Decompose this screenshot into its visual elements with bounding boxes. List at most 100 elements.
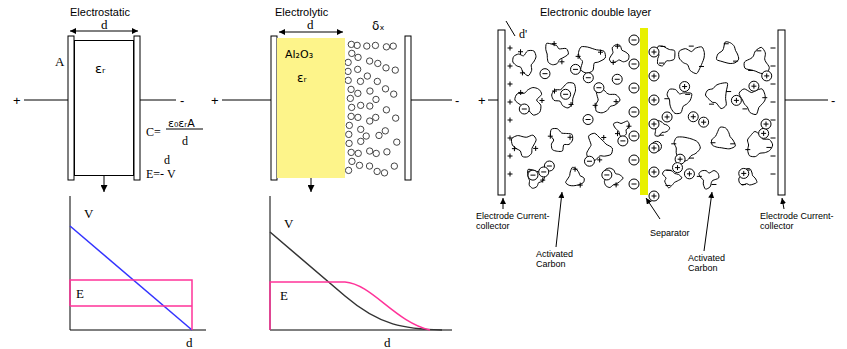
ion-circle bbox=[372, 42, 378, 48]
carbon-grain bbox=[546, 43, 569, 65]
voltage-curve bbox=[70, 226, 192, 330]
ion-circle bbox=[357, 78, 363, 84]
charge-glyph bbox=[632, 40, 637, 41]
ion-circle bbox=[649, 143, 659, 153]
label-holder: Electrostatic bbox=[70, 2, 130, 20]
label-holder: + bbox=[478, 91, 486, 109]
ion-circle bbox=[355, 90, 361, 96]
carbon-grain bbox=[699, 170, 719, 189]
text-holder: E bbox=[280, 286, 288, 304]
charge-glyph bbox=[510, 100, 511, 105]
ion-circle bbox=[375, 60, 381, 66]
charge-glyph bbox=[771, 120, 776, 121]
ion-circle bbox=[688, 112, 698, 122]
charge-glyph bbox=[510, 46, 511, 51]
charge-glyph bbox=[771, 174, 776, 175]
terminal-wire bbox=[411, 100, 452, 101]
charge-glyph bbox=[522, 109, 527, 110]
terminal-sign: + bbox=[478, 94, 486, 108]
node-text: V bbox=[284, 217, 293, 231]
charge-glyph bbox=[550, 134, 551, 139]
charge-glyph bbox=[654, 98, 655, 103]
ion-circle bbox=[347, 95, 353, 101]
charge-glyph bbox=[632, 136, 637, 137]
electrolyte-ions bbox=[345, 41, 400, 176]
terminal-wire bbox=[140, 100, 176, 101]
graph-axes bbox=[70, 196, 206, 330]
ion-circle bbox=[364, 73, 370, 79]
ion-circle bbox=[366, 163, 372, 169]
terminal-sign: + bbox=[13, 94, 21, 108]
ion-circle bbox=[383, 65, 389, 71]
ion-circle bbox=[354, 66, 360, 72]
ion-circle bbox=[355, 54, 361, 60]
charge-glyph bbox=[586, 119, 591, 120]
ion-circle bbox=[373, 150, 379, 156]
charge-glyph bbox=[680, 157, 681, 162]
charge-glyph bbox=[632, 160, 637, 161]
ion-circle bbox=[540, 69, 550, 79]
charge-glyph bbox=[677, 165, 678, 170]
ion-circle bbox=[346, 131, 352, 137]
ion-circle bbox=[759, 128, 769, 138]
charge-glyph bbox=[510, 118, 511, 123]
ion-circle bbox=[367, 103, 373, 109]
charge-glyph bbox=[587, 161, 592, 162]
charge-glyph bbox=[570, 135, 571, 140]
ion-circle bbox=[376, 132, 382, 138]
carbon-grain bbox=[513, 50, 536, 75]
current-collector bbox=[778, 30, 785, 195]
label-holder: d bbox=[164, 150, 170, 168]
node-text: d bbox=[186, 336, 193, 349]
ion-circle bbox=[594, 83, 604, 93]
ion-circle bbox=[629, 59, 639, 69]
label-holder: - bbox=[831, 91, 835, 109]
field-curve bbox=[270, 282, 430, 330]
charge-glyph bbox=[600, 50, 601, 55]
carbon-grain bbox=[511, 135, 536, 157]
ion-circle bbox=[391, 163, 397, 169]
part-label: Activated Carbon bbox=[688, 254, 738, 274]
field-curve bbox=[70, 280, 192, 330]
charge-glyph bbox=[742, 108, 747, 109]
carbon-grain bbox=[550, 128, 572, 151]
dimension-label: d bbox=[101, 18, 108, 32]
label-holder: d bbox=[101, 15, 108, 33]
carbon-grain bbox=[515, 88, 542, 116]
label-holder: - bbox=[180, 91, 184, 109]
electrode-plate bbox=[405, 36, 411, 180]
node-text: εᵣ bbox=[297, 72, 307, 85]
charge-glyph bbox=[710, 142, 715, 143]
charge-glyph bbox=[632, 88, 637, 89]
ion-circle bbox=[363, 133, 369, 139]
charge-glyph bbox=[514, 146, 515, 151]
carbon-grain bbox=[705, 83, 727, 109]
label-holder: + bbox=[211, 91, 219, 109]
charge-glyph bbox=[547, 166, 552, 167]
charge-glyph bbox=[617, 44, 618, 49]
charge-glyph bbox=[654, 122, 655, 127]
ion-circle bbox=[649, 167, 659, 177]
electrode-plate bbox=[134, 36, 140, 180]
carbon-grain bbox=[739, 89, 765, 115]
ion-circle bbox=[358, 138, 364, 144]
ion-circle bbox=[571, 64, 581, 74]
charge-glyph bbox=[520, 49, 521, 54]
charge-glyph bbox=[730, 143, 735, 144]
ion-circle bbox=[373, 96, 379, 102]
ion-circle bbox=[629, 131, 639, 141]
leader-arrow bbox=[503, 198, 504, 209]
node-text: d bbox=[384, 336, 391, 349]
charge-glyph bbox=[659, 135, 664, 136]
separator-band bbox=[640, 28, 648, 195]
charge-glyph bbox=[666, 185, 671, 186]
dielectric-box: εᵣ bbox=[74, 40, 134, 176]
ion-circle bbox=[382, 86, 388, 92]
ion-circle bbox=[762, 71, 772, 81]
ion-circle bbox=[356, 162, 362, 168]
charge-glyph bbox=[733, 61, 738, 62]
text-holder: d bbox=[384, 333, 391, 349]
label-holder: Electronic double layer bbox=[540, 2, 651, 20]
leader-arrow bbox=[704, 192, 712, 251]
